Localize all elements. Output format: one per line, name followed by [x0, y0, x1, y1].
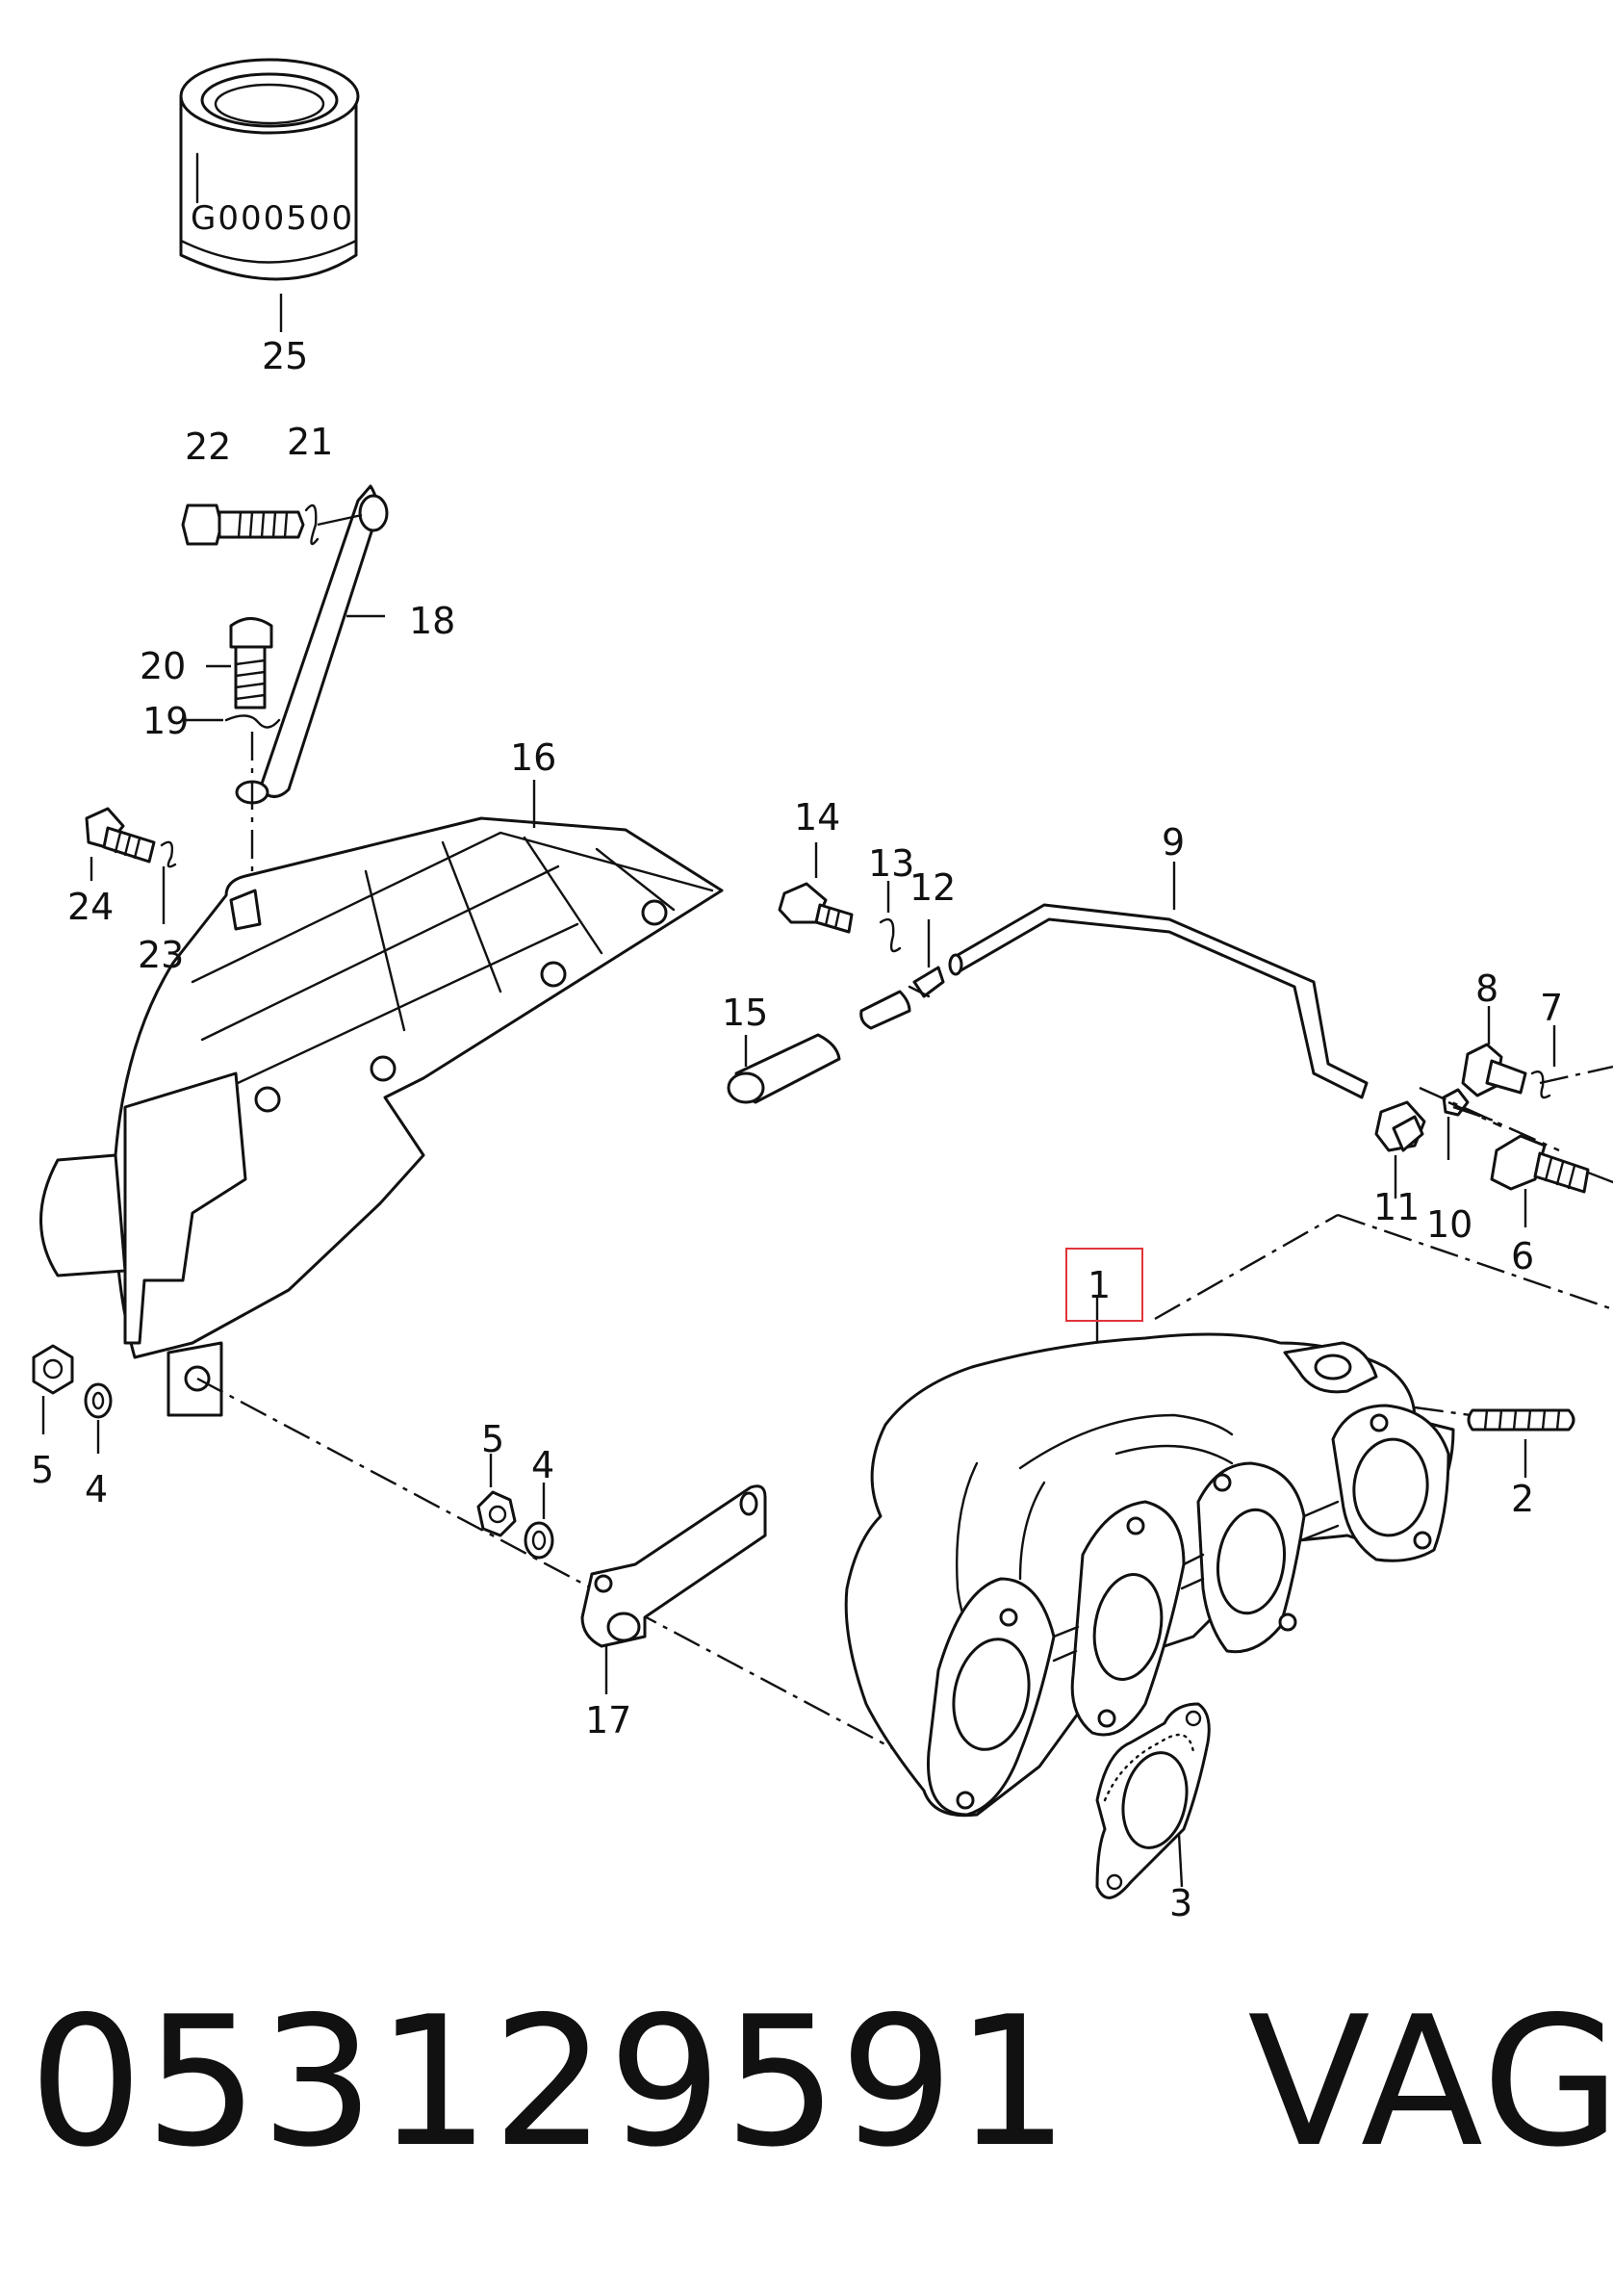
callout-9: 9 [1162, 821, 1185, 864]
callout-5-right: 5 [481, 1418, 504, 1460]
callout-25: 25 [262, 335, 308, 377]
stud [1414, 1406, 1575, 1478]
callout-15: 15 [722, 992, 768, 1034]
exhaust-manifold [844, 1295, 1455, 1818]
callout-7: 7 [1540, 987, 1563, 1029]
callout-19: 19 [142, 700, 189, 742]
can-label: G000500 [191, 199, 354, 238]
callout-3: 3 [1169, 1882, 1192, 1924]
callout-12: 12 [909, 866, 956, 909]
callout-17: 17 [585, 1699, 631, 1741]
callout-10: 10 [1426, 1203, 1472, 1246]
callout-24: 24 [67, 886, 114, 928]
callout-6: 6 [1511, 1235, 1534, 1277]
brand-name: VAG [1247, 1977, 1613, 2186]
gasket [1095, 1702, 1211, 1899]
highlight-box [1065, 1248, 1143, 1322]
callout-23: 23 [138, 934, 184, 976]
callout-20: 20 [140, 645, 186, 687]
callout-4-left: 4 [85, 1468, 108, 1510]
callout-18: 18 [409, 600, 455, 642]
callout-16: 16 [510, 736, 556, 779]
callout-21: 21 [287, 421, 333, 463]
oil-filter-can: G000500 [179, 58, 360, 332]
callouts: 1 2 3 4 5 4 5 6 7 8 9 10 11 12 13 14 15 … [31, 335, 1563, 1924]
callout-22: 22 [185, 426, 231, 468]
callout-11: 11 [1373, 1186, 1420, 1228]
callout-5-left: 5 [31, 1449, 54, 1491]
callout-4-right: 4 [531, 1444, 554, 1486]
nut-washer-left [32, 1344, 973, 1793]
assembly-lines [1154, 1086, 1613, 1321]
callout-8: 8 [1475, 967, 1498, 1010]
callout-14: 14 [794, 796, 840, 838]
pipe-assembly [727, 842, 1369, 1104]
part-number: 053129591 [29, 1977, 1072, 2186]
callout-13: 13 [868, 842, 914, 885]
bracket-17 [476, 1454, 767, 1694]
callout-1: 1 [1088, 1264, 1111, 1306]
callout-2: 2 [1511, 1478, 1534, 1520]
sensor-parts [1374, 1006, 1613, 1227]
footer-caption: 053129591 VAG [29, 1993, 1613, 2172]
heat-shield [39, 780, 724, 1417]
support-bracket-assembly [181, 484, 389, 886]
